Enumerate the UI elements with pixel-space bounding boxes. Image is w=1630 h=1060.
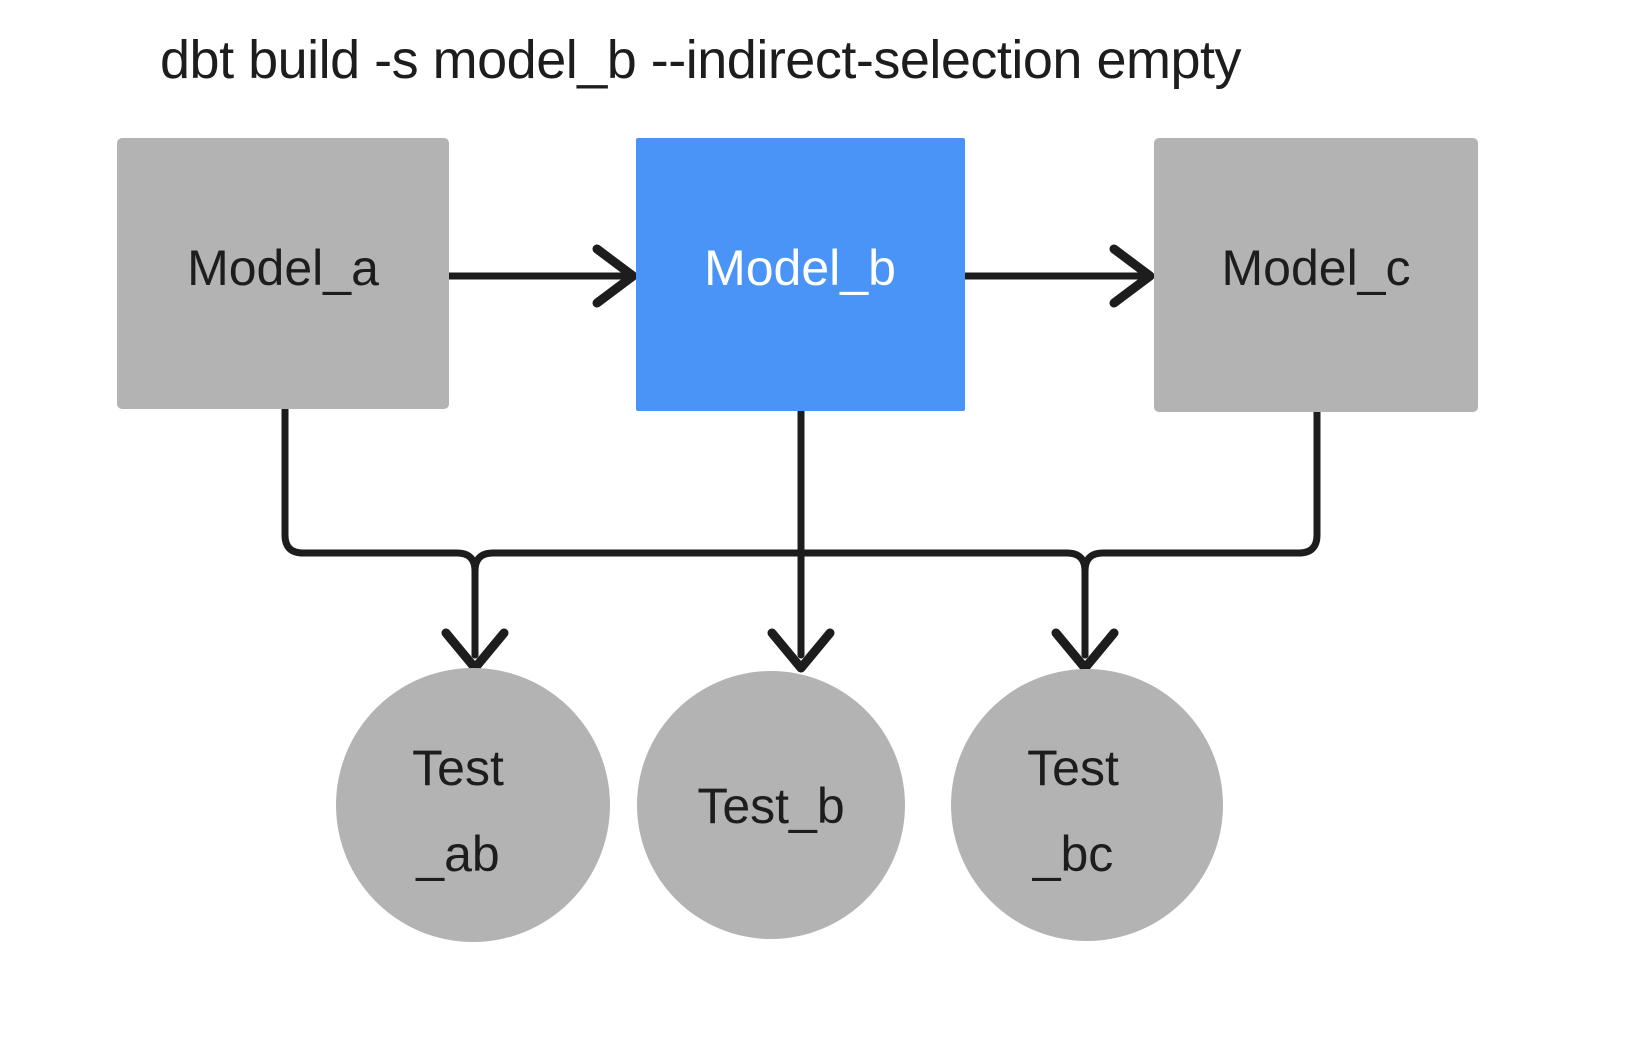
- edge-model-b-to-test-bc: [797, 549, 1089, 659]
- diagram-title: dbt build -s model_b --indirect-selectio…: [160, 30, 1241, 90]
- node-model-c[interactable]: Model_c: [1154, 138, 1478, 412]
- node-model-c-shape[interactable]: [1154, 138, 1478, 412]
- edge-model-b-to-test-ab: [471, 549, 805, 659]
- node-test-ab-shape[interactable]: [336, 668, 610, 942]
- arrowhead-model-a-to-model-b: [592, 244, 638, 308]
- node-model-c-label: Model_c: [1222, 240, 1411, 296]
- arrowhead-to-test-bc: [1051, 628, 1119, 673]
- node-test-ab[interactable]: Test _ab: [336, 668, 610, 942]
- node-test-bc[interactable]: Test _bc: [951, 669, 1223, 941]
- arrowhead-to-test-ab: [441, 628, 509, 673]
- arrowhead-to-test-b: [767, 628, 835, 673]
- node-test-ab-label-line1: Test: [412, 740, 504, 796]
- node-model-b[interactable]: Model_b: [636, 138, 965, 411]
- node-model-a-shape[interactable]: [117, 138, 449, 409]
- edge-model-c-to-test-bc: [1081, 408, 1321, 659]
- node-test-b-label: Test_b: [697, 778, 844, 834]
- node-test-bc-label-line1: Test: [1027, 740, 1119, 796]
- node-test-bc-shape[interactable]: [951, 669, 1223, 941]
- node-model-b-label: Model_b: [704, 240, 896, 296]
- node-model-b-shape[interactable]: [636, 138, 965, 411]
- node-model-a[interactable]: Model_a: [117, 138, 449, 409]
- node-test-ab-label-line2: _ab: [415, 826, 499, 882]
- node-test-b-shape[interactable]: [637, 671, 905, 939]
- arrowhead-model-b-to-model-c: [1109, 244, 1155, 308]
- node-test-b[interactable]: Test_b: [637, 671, 905, 939]
- edge-model-a-to-test-ab: [281, 405, 479, 659]
- node-model-a-label: Model_a: [187, 240, 379, 296]
- node-test-bc-label-line2: _bc: [1032, 826, 1114, 882]
